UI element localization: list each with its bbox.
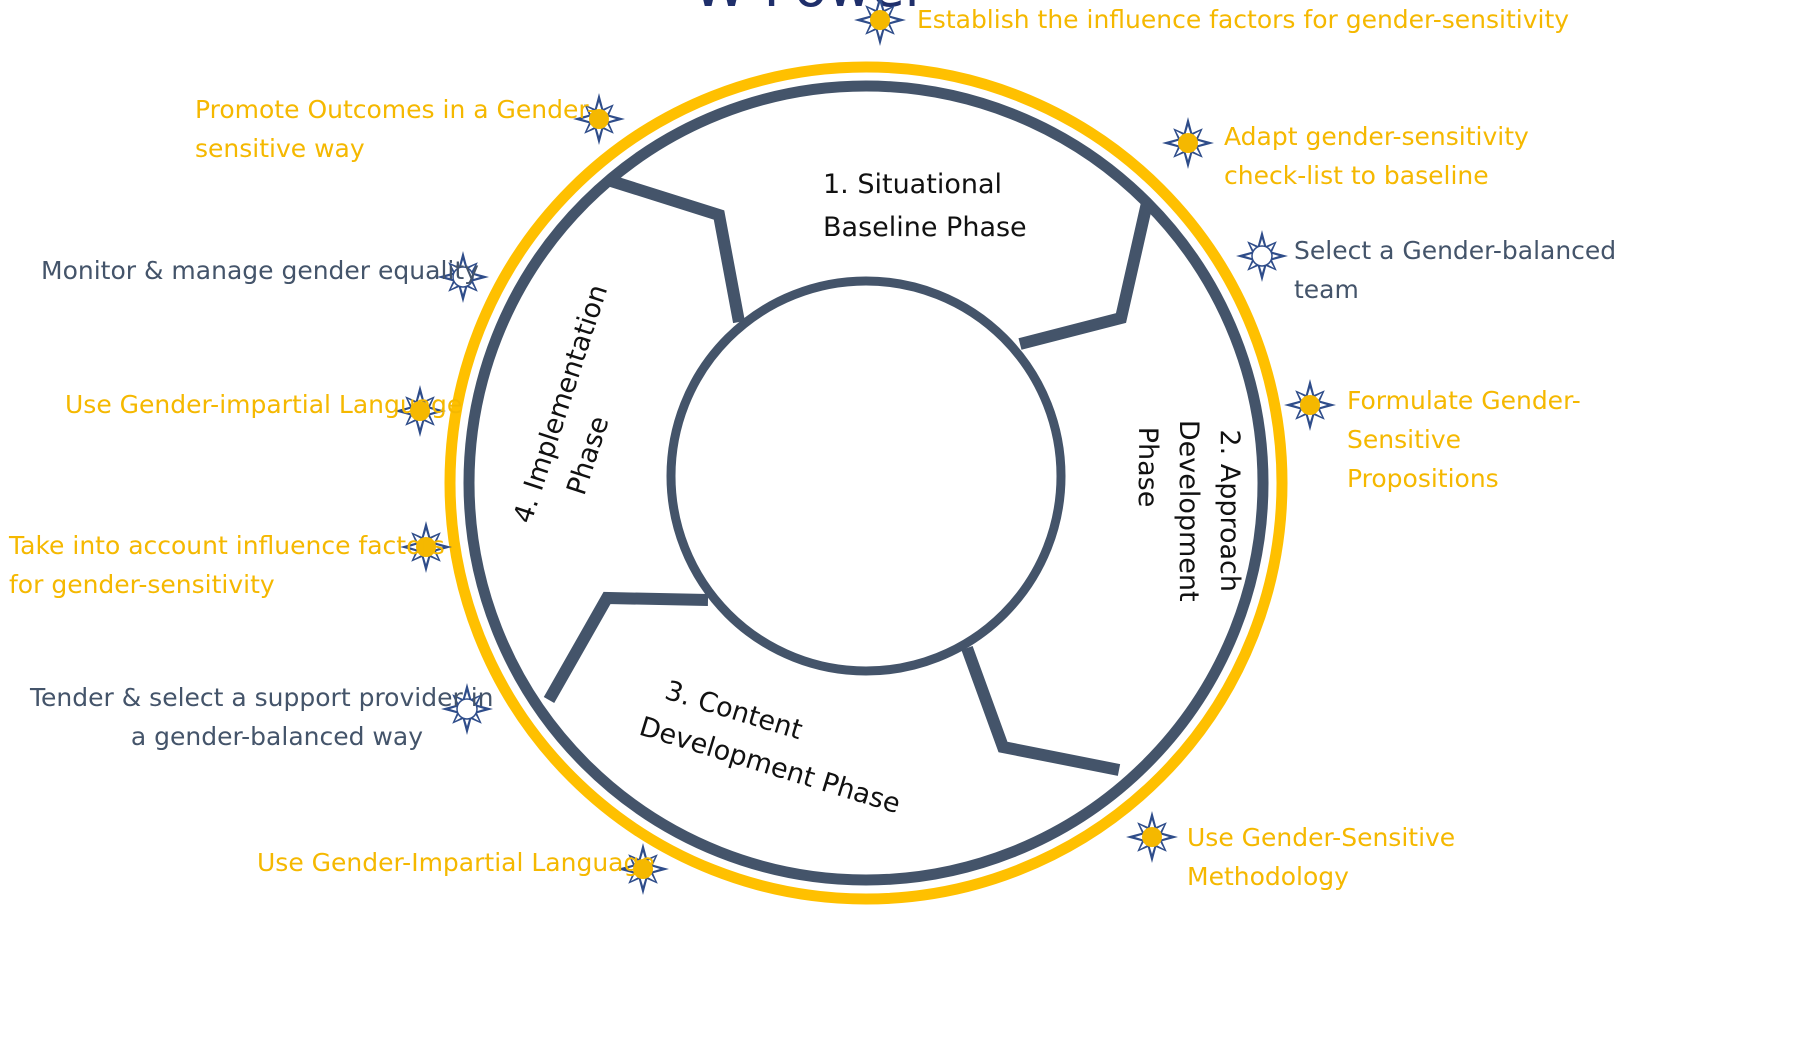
star-filled-icon bbox=[394, 385, 446, 437]
label-line: Formulate Gender- bbox=[1347, 386, 1581, 415]
star-filled-icon bbox=[1284, 379, 1336, 431]
star-filled-icon bbox=[617, 843, 669, 895]
star-filled-icon bbox=[400, 521, 452, 573]
label-line: Sensitive bbox=[1347, 425, 1461, 454]
label-line: Monitor & manage gender equality bbox=[41, 256, 479, 285]
phase-2-line-3: Phase bbox=[1132, 427, 1163, 508]
label-line: Promote Outcomes in a Gender- bbox=[195, 95, 597, 124]
label-tender-support-provider: Tender & select a support provider in a … bbox=[30, 678, 494, 756]
label-line: Methodology bbox=[1187, 862, 1349, 891]
divider-phase-4-1 bbox=[606, 174, 745, 324]
label-formulate-propositions: Formulate Gender- Sensitive Propositions bbox=[1347, 381, 1581, 498]
label-line: a gender-balanced way bbox=[130, 722, 423, 751]
outer-ring bbox=[444, 61, 1288, 905]
phase-1-label: 1. Situational Baseline Phase bbox=[823, 169, 1027, 243]
phase-dividers bbox=[543, 174, 1153, 776]
label-line: Adapt gender-sensitivity bbox=[1224, 122, 1529, 151]
star-filled-icon bbox=[1162, 117, 1214, 169]
label-line: check-list to baseline bbox=[1224, 161, 1489, 190]
star-icons bbox=[394, 0, 1336, 895]
phase-2-line-2: Development bbox=[1173, 420, 1204, 602]
label-gender-sensitive-methodology: Use Gender-Sensitive Methodology bbox=[1187, 818, 1455, 896]
label-line: Use Gender-Impartial Language bbox=[257, 848, 655, 877]
star-open-icon bbox=[1236, 230, 1288, 282]
phase-1-line-2: Baseline Phase bbox=[823, 212, 1027, 243]
phase-1-line-1: 1. Situational bbox=[823, 169, 1002, 200]
label-line: Propositions bbox=[1347, 464, 1499, 493]
label-gender-impartial-language: Use Gender-impartial Language bbox=[65, 385, 462, 424]
phase-2-line-1: 2. Approach bbox=[1214, 429, 1245, 592]
label-monitor-equality: Monitor & manage gender equality bbox=[41, 251, 479, 290]
star-filled-icon bbox=[1126, 811, 1178, 863]
label-line: Tender & select a support provider in bbox=[30, 683, 494, 712]
divider-phase-2-3 bbox=[961, 645, 1121, 776]
label-influence-factors: Take into account influence factors for … bbox=[9, 526, 445, 604]
phase-2-label: 2. Approach Development Phase bbox=[1132, 420, 1245, 610]
divider-phase-3-4 bbox=[543, 591, 709, 703]
label-line: Use Gender-impartial Language bbox=[65, 390, 463, 419]
label-line: sensitive way bbox=[195, 134, 365, 163]
label-line: for gender-sensitivity bbox=[9, 570, 275, 599]
star-open-icon bbox=[441, 683, 493, 735]
diagram-title: W Power bbox=[693, 0, 928, 19]
label-line: Take into account influence factors bbox=[9, 531, 445, 560]
divider-phase-1-2 bbox=[1018, 201, 1153, 350]
label-line: Use Gender-Sensitive bbox=[1187, 823, 1456, 852]
label-line: team bbox=[1294, 275, 1359, 304]
star-filled-icon bbox=[854, 0, 906, 46]
label-promote-outcomes: Promote Outcomes in a Gender- sensitive … bbox=[195, 90, 596, 168]
star-filled-icon bbox=[573, 93, 625, 145]
label-establish-influence-factors: Establish the influence factors for gend… bbox=[917, 0, 1569, 39]
label-line: Establish the influence factors for gend… bbox=[917, 5, 1570, 34]
label-adapt-checklist: Adapt gender-sensitivity check-list to b… bbox=[1224, 117, 1529, 195]
label-select-team: Select a Gender-balanced team bbox=[1294, 231, 1616, 309]
label-line: Select a Gender-balanced bbox=[1294, 236, 1617, 265]
star-open-icon bbox=[437, 251, 489, 303]
label-gender-impartial-language-bottom: Use Gender-Impartial Language bbox=[257, 843, 655, 882]
inner-circle bbox=[666, 276, 1066, 676]
